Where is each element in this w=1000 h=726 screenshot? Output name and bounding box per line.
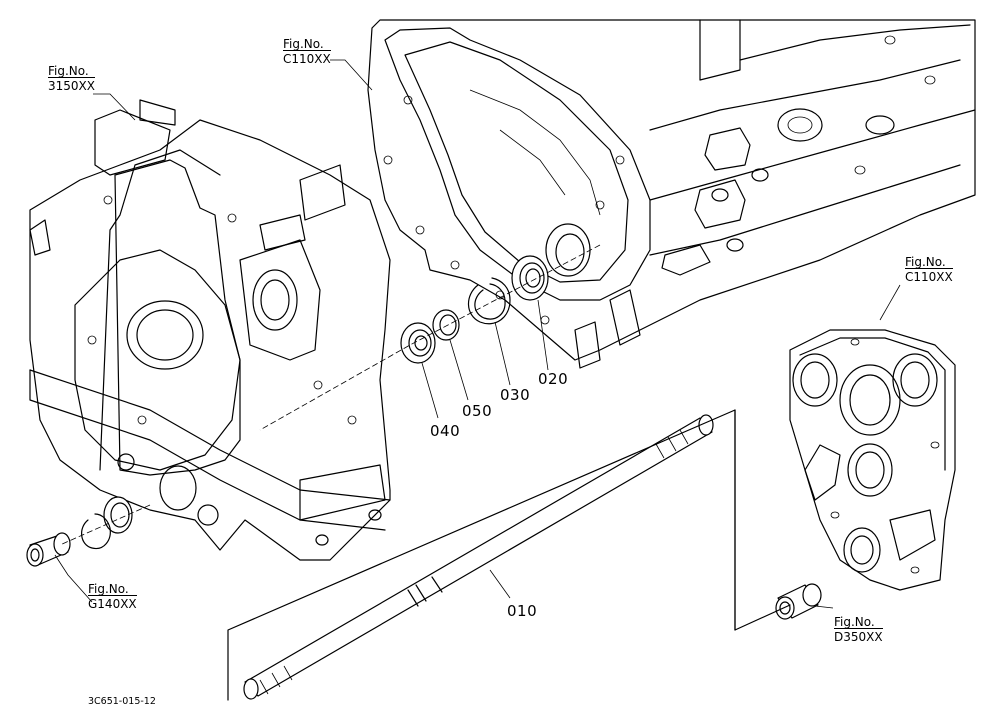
figure-ref-d350-line2: D350XX — [834, 628, 883, 644]
figure-ref-g140-line2: G140XX — [88, 595, 137, 611]
leader-g140 — [54, 554, 93, 603]
needle-bushing-left — [26, 532, 71, 567]
figure-ref-3150-line2: 3150XX — [48, 77, 95, 93]
figure-ref-3150-line1: Fig.No. — [48, 64, 89, 78]
figure-ref-c110-right: Fig.No. C110XX — [905, 256, 953, 283]
part-number-020: 020 — [538, 370, 569, 388]
figure-ref-d350: Fig.No. D350XX — [834, 616, 883, 643]
part-number-050: 050 — [462, 402, 493, 420]
transmission-case — [367, 19, 976, 369]
snap-ring-left — [81, 513, 111, 550]
shaft-010 — [243, 414, 714, 700]
gear-case-left — [29, 99, 391, 561]
part-number-010: 010 — [507, 602, 538, 620]
leader-050 — [449, 339, 469, 401]
figure-ref-c110-top: Fig.No. C110XX — [283, 38, 331, 65]
leader-010 — [489, 569, 511, 599]
leader-020 — [537, 299, 549, 371]
oil-seal-040 — [400, 322, 436, 364]
leader-c110-top — [330, 59, 373, 91]
bearing-050 — [432, 309, 460, 341]
snap-ring-030 — [467, 277, 511, 325]
assembly-axis-lower — [59, 504, 151, 546]
figure-ref-d350-line1: Fig.No. — [834, 615, 875, 629]
figure-ref-c110-right-line1: Fig.No. — [905, 255, 946, 269]
figure-ref-c110-top-line1: Fig.No. — [283, 37, 324, 51]
part-number-040: 040 — [430, 422, 461, 440]
bearing-020 — [511, 255, 549, 301]
leader-030 — [494, 321, 511, 386]
figure-ref-g140: Fig.No. G140XX — [88, 583, 137, 610]
figure-ref-c110-right-line2: C110XX — [905, 268, 953, 284]
figure-ref-c110-top-line2: C110XX — [283, 50, 331, 66]
assembly-axis-upper — [259, 244, 601, 431]
leader-d350 — [814, 605, 834, 609]
bearing-left — [103, 496, 133, 534]
figure-ref-3150: Fig.No. 3150XX — [48, 65, 95, 92]
leader-c110-right — [879, 284, 901, 321]
drawing-code: 3C651-015-12 — [88, 696, 156, 707]
leader-040 — [421, 362, 439, 419]
leader-3150 — [93, 93, 136, 121]
needle-bushing-right — [775, 583, 822, 620]
housing-cover-right — [789, 329, 956, 591]
figure-ref-g140-line1: Fig.No. — [88, 582, 129, 596]
part-number-030: 030 — [500, 386, 531, 404]
